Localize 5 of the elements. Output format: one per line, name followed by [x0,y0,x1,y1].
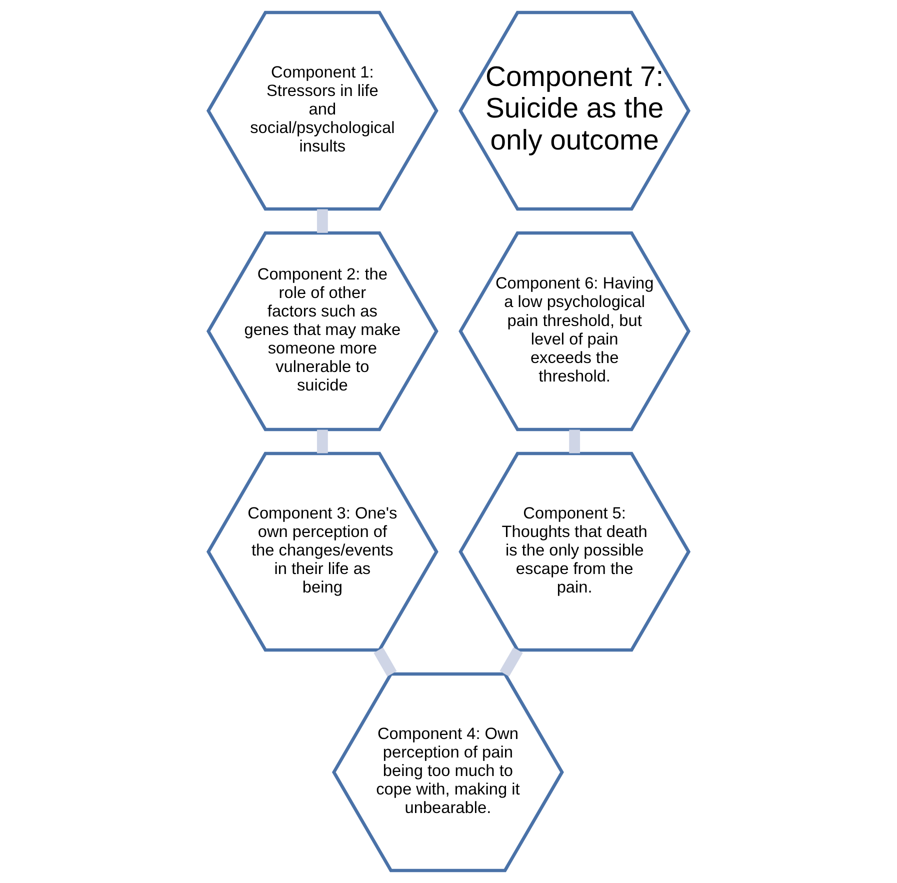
connector [500,647,523,677]
connector [316,430,328,454]
connector [374,647,397,677]
connector [569,430,580,454]
connector [316,209,328,233]
